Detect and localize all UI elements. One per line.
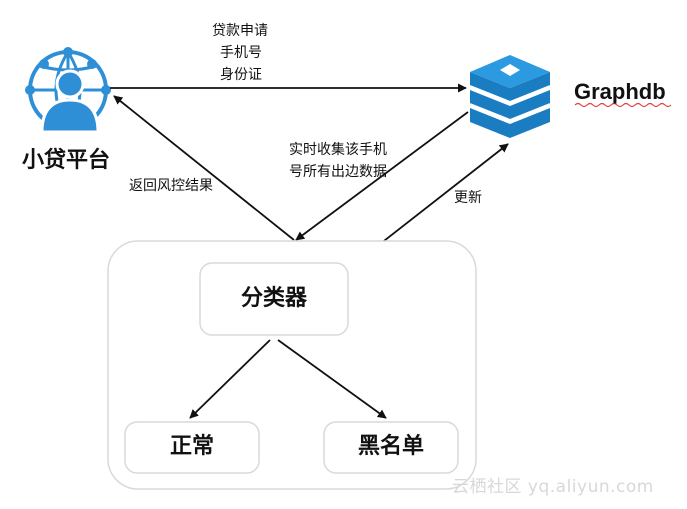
platform-label: 小贷平台 (22, 148, 111, 173)
user-globe-icon (25, 47, 111, 134)
graphdb-stack-icon (469, 55, 551, 138)
arrow-return-result (113, 95, 295, 241)
return-result-label: 返回风控结果 (129, 178, 213, 194)
normal-box (124, 421, 260, 474)
classifier-label: 分类器 (240, 286, 307, 311)
graphdb-label: Graphdb (574, 79, 666, 104)
spellcheck-underline (574, 102, 672, 108)
arrow-to-normal (189, 339, 271, 419)
blacklist-box (323, 421, 459, 474)
normal-label: 正常 (169, 434, 214, 459)
arrow-collect-edges (295, 111, 469, 241)
request-label-line1: 贷款申请 (212, 23, 268, 39)
collect-label-line1: 实时收集该手机 (289, 142, 387, 158)
request-label-line2: 手机号 (220, 45, 262, 61)
arrow-update (379, 143, 509, 245)
collect-label-line2: 号所有出边数据 (289, 164, 387, 180)
update-label: 更新 (454, 190, 482, 206)
request-label-line3: 身份证 (220, 67, 262, 83)
classifier-box (199, 262, 349, 336)
arrow-to-blacklist (277, 339, 387, 419)
watermark: 云栖社区 yq.aliyun.com (452, 477, 654, 497)
blacklist-label: 黑名单 (357, 434, 424, 459)
